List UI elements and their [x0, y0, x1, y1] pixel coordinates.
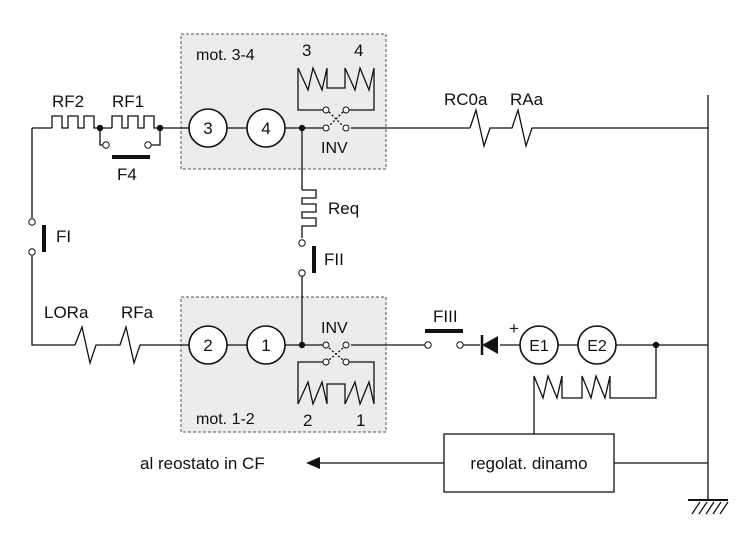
- rf1-winding: [111, 115, 160, 129]
- fIII-terminal: [424, 341, 432, 349]
- label-rfa: RFa: [121, 303, 154, 322]
- dynamo-e1-circle: [519, 325, 559, 365]
- ground-icon: [688, 499, 729, 515]
- label-raa: RAa: [510, 90, 544, 109]
- req-branch: [298, 128, 317, 345]
- label-inv-bottom: INV: [321, 320, 348, 337]
- dynamo-field-winding: [533, 345, 657, 434]
- motor-3-label: 3: [203, 119, 212, 138]
- top-branch-wires: [31, 127, 708, 218]
- label-rc0a: RC0a: [444, 90, 488, 109]
- fIII-terminal: [456, 341, 464, 349]
- label-req: Req: [328, 199, 359, 218]
- dynamo-e2-circle: [577, 325, 617, 365]
- junction-dot: [298, 341, 306, 349]
- dynamo-e1-label: E1: [529, 338, 549, 355]
- motor-1-label: 1: [261, 336, 270, 355]
- rc0a-resistor: [469, 107, 505, 149]
- motor-box-3-4: [180, 33, 387, 170]
- dynamo-e2-label: E2: [587, 338, 607, 355]
- motor-4-circle: [246, 108, 286, 148]
- label-rf1: RF1: [112, 92, 144, 111]
- label-rf2: RF2: [52, 92, 84, 111]
- label-mot-3-4: mot. 3-4: [196, 47, 255, 64]
- motor-1-circle: [246, 325, 286, 365]
- label-fII: FII: [324, 250, 344, 269]
- label-f4: F4: [117, 165, 137, 184]
- regulator-box: [443, 433, 615, 493]
- label-winding-1: 1: [356, 411, 365, 430]
- rf2-winding: [51, 115, 112, 129]
- label-to-rheostat: al reostato in CF: [140, 454, 265, 473]
- label-winding-4: 4: [354, 41, 363, 60]
- label-plus: +: [509, 319, 519, 338]
- label-fI: FI: [56, 227, 71, 246]
- arrow-left-icon: [306, 457, 320, 469]
- motor-box-1-2: [180, 296, 387, 433]
- motor-2-circle: [188, 325, 228, 365]
- inv-switch-bottom: [297, 341, 375, 407]
- label-regulator: regolat. dinamo: [470, 454, 587, 473]
- junction-dot: [96, 124, 104, 132]
- label-winding-3: 3: [302, 41, 311, 60]
- motor-3-circle: [188, 108, 228, 148]
- motor-4-label: 4: [261, 119, 270, 138]
- inv-switch-top: [297, 65, 375, 132]
- f4-terminal: [144, 141, 152, 149]
- diode-symbol: [480, 335, 498, 355]
- motor-2-label: 2: [203, 336, 212, 355]
- label-fIII: FIII: [433, 307, 458, 326]
- junction-dot: [156, 124, 164, 132]
- f4-terminal: [102, 141, 110, 149]
- lora-resistor: [74, 324, 112, 366]
- fI-terminal: [28, 248, 36, 256]
- raa-resistor: [505, 107, 540, 149]
- bottom-branch-wires: [31, 256, 708, 346]
- rfa-resistor: [112, 324, 145, 366]
- fI-terminal: [28, 218, 36, 226]
- label-winding-2: 2: [303, 411, 312, 430]
- label-mot-1-2: mot. 1-2: [196, 411, 255, 428]
- label-lora: LORa: [44, 303, 89, 322]
- label-inv-top: INV: [321, 140, 348, 157]
